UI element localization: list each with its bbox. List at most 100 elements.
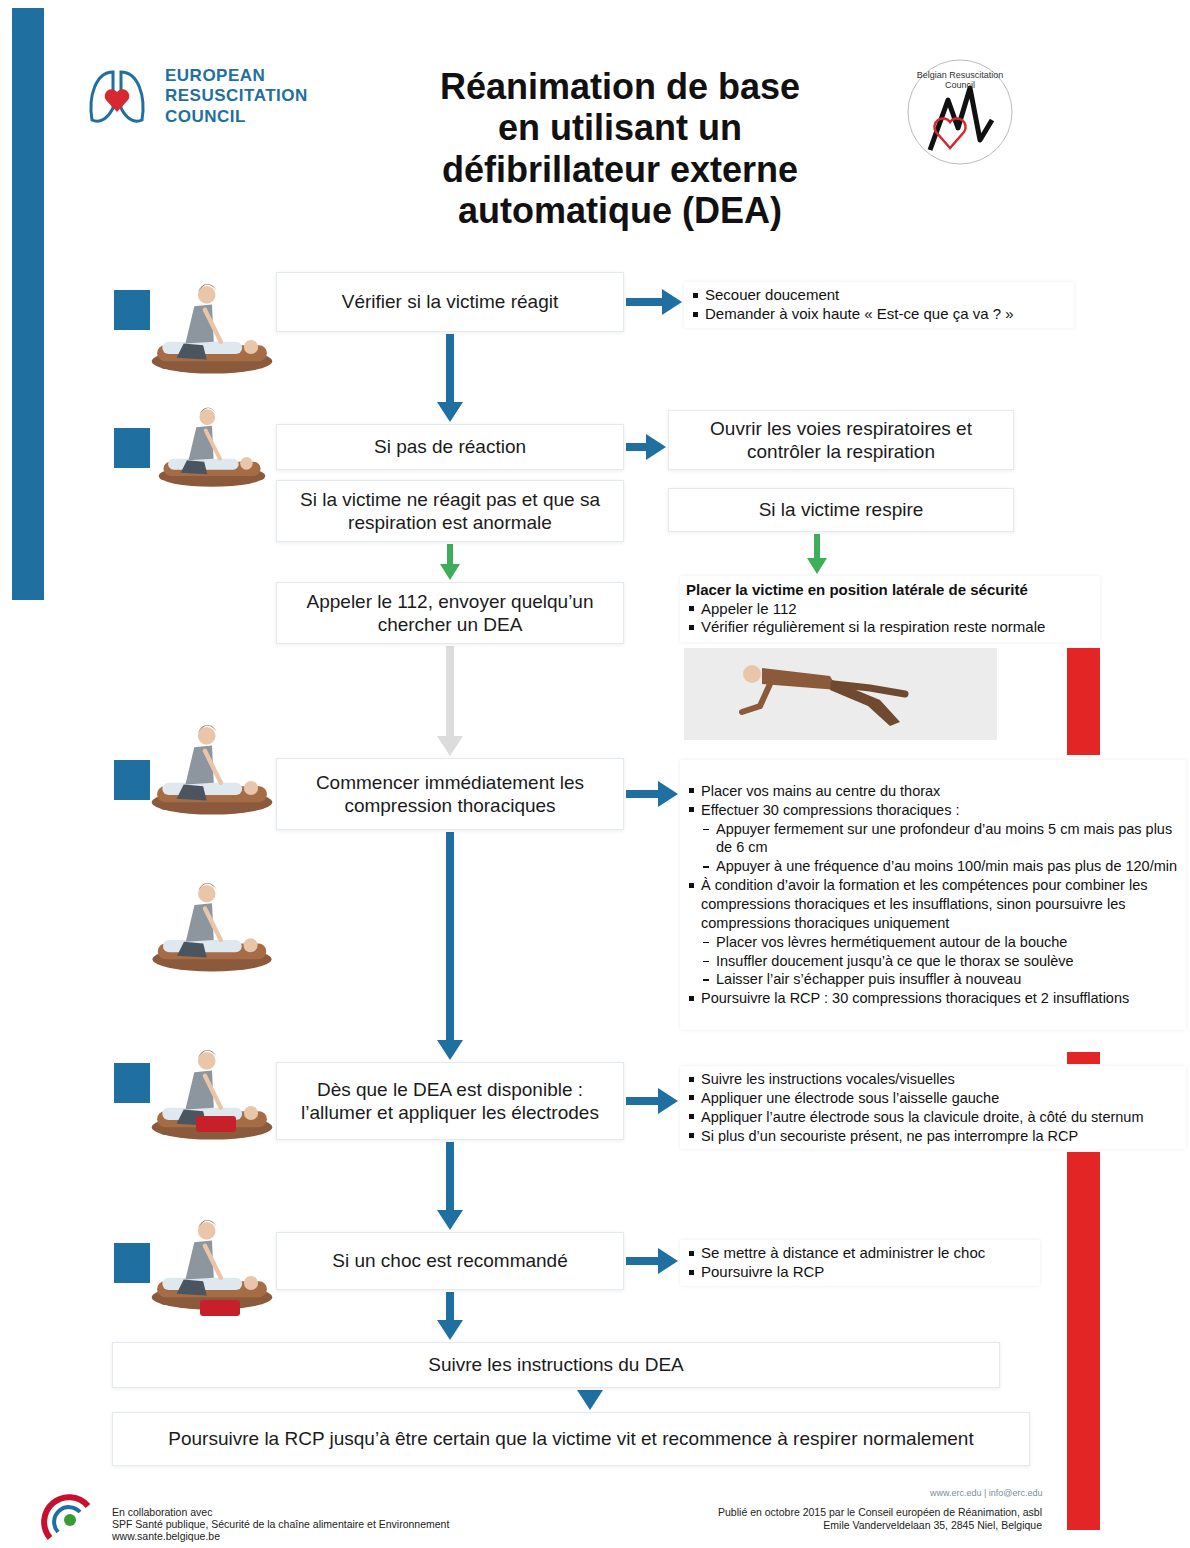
flow-arrow bbox=[626, 1097, 659, 1105]
step-box: Suivre les instructions du DEA bbox=[112, 1342, 1000, 1388]
step-photos bbox=[152, 284, 272, 1316]
logo-arc bbox=[44, 1497, 88, 1538]
step-box: Ouvrir les voies respiratoires et contrô… bbox=[668, 410, 1014, 470]
step-square bbox=[114, 760, 150, 800]
flow-arrow bbox=[446, 1292, 454, 1321]
instruction-box: Se mettre à distance et administrer le c… bbox=[680, 1240, 1040, 1286]
flow-arrow bbox=[446, 334, 454, 403]
list-item: Secouer doucement bbox=[690, 286, 1068, 305]
photo-check bbox=[152, 284, 272, 374]
side-bar bbox=[12, 8, 44, 600]
condition-box: Si pas de réaction bbox=[276, 424, 624, 470]
footer-note: Publié en octobre 2015 par le Conseil eu… bbox=[600, 1506, 1042, 1518]
list-item: Appliquer une électrode sous l’aisselle … bbox=[686, 1089, 1180, 1108]
box-text: Commencer immédiatement les compression … bbox=[284, 771, 616, 817]
patient-head bbox=[743, 665, 761, 683]
flow-arrow bbox=[586, 1390, 594, 1391]
list-item: Appeler le 112 bbox=[686, 600, 1094, 619]
list-item: Appuyer fermement sur une profondeur d’a… bbox=[686, 820, 1180, 858]
step-box: Vérifier si la victime réagit bbox=[276, 272, 624, 332]
patient-body bbox=[762, 668, 838, 690]
list-item: Laisser l’air s’échapper puis insuffler … bbox=[686, 970, 1180, 989]
box-text: Suivre les instructions du DEA bbox=[120, 1353, 992, 1376]
box-text: Si pas de réaction bbox=[284, 435, 616, 458]
box-text: Si la victime respire bbox=[676, 498, 1006, 521]
list-item: Si plus d’un secouriste présent, ne pas … bbox=[686, 1127, 1180, 1146]
instruction-box: Placer la victime en position latérale d… bbox=[680, 576, 1100, 642]
flow-arrow bbox=[446, 832, 454, 1041]
recovery-photo bbox=[684, 648, 997, 740]
step-square bbox=[114, 290, 150, 330]
list-item: Suivre les instructions vocales/visuelle… bbox=[686, 1070, 1180, 1089]
photo-ground bbox=[684, 648, 997, 740]
box-text: Si la victime ne réagit pas et que sa re… bbox=[284, 488, 616, 534]
patient-leg bbox=[834, 684, 905, 694]
condition-box: Si un choc est recommandé bbox=[276, 1232, 624, 1290]
step-box: Poursuivre la RCP jusqu’à être certain q… bbox=[112, 1412, 1030, 1466]
step-box: Dès que le DEA est disponible : l’allume… bbox=[276, 1062, 624, 1140]
step-square bbox=[114, 1243, 150, 1283]
flow-arrow bbox=[626, 1257, 659, 1265]
logo-text: EUROPEAN RESUSCITATION COUNCIL bbox=[165, 66, 345, 127]
logo-text: Belgian Resuscitation Council bbox=[915, 70, 1005, 91]
photo-airway bbox=[159, 408, 266, 487]
box-text: Si un choc est recommandé bbox=[284, 1249, 616, 1272]
logo-dot bbox=[64, 1514, 76, 1526]
list-item: Demander à voix haute « Est-ce que ça va… bbox=[690, 305, 1068, 324]
box-text: Vérifier si la victime réagit bbox=[284, 290, 616, 313]
footer-logo bbox=[44, 1497, 88, 1538]
aed-device bbox=[200, 1300, 240, 1316]
flow-arrow bbox=[626, 298, 663, 306]
red-bar bbox=[1067, 1152, 1100, 1530]
logo-arc bbox=[54, 1507, 80, 1532]
patient-arm bbox=[742, 684, 770, 712]
list-item: Appliquer l’autre électrode sous la clav… bbox=[686, 1108, 1180, 1127]
list-item: À condition d’avoir la formation et les … bbox=[686, 876, 1180, 933]
list-item: Placer vos mains au centre du thorax bbox=[686, 782, 1180, 801]
instruction-box: Placer vos mains au centre du thoraxEffe… bbox=[680, 760, 1186, 1030]
flow-arrow bbox=[446, 646, 454, 737]
condition-box: Si la victime ne réagit pas et que sa re… bbox=[276, 480, 624, 542]
heart-symbol bbox=[934, 118, 965, 148]
footer-link: www.erc.edu | info@erc.edu bbox=[930, 1488, 1100, 1498]
flow-arrow bbox=[814, 534, 820, 559]
instruction-box: Secouer doucementDemander à voix haute «… bbox=[684, 282, 1074, 328]
list-item: Se mettre à distance et administrer le c… bbox=[686, 1244, 1034, 1263]
list-item: Placer vos lèvres hermétiquement autour … bbox=[686, 933, 1180, 952]
logo-figure bbox=[930, 88, 992, 150]
step-box: Appeler le 112, envoyer quelqu’un cherch… bbox=[276, 582, 624, 644]
photo-compressions bbox=[152, 725, 272, 815]
box-heading: Placer la victime en position latérale d… bbox=[686, 581, 1094, 600]
red-bar bbox=[1067, 1052, 1100, 1064]
brc-logo bbox=[908, 60, 1012, 164]
flow-arrow bbox=[626, 443, 647, 451]
step-box: Commencer immédiatement les compression … bbox=[276, 758, 624, 830]
aed-device bbox=[196, 1116, 236, 1132]
list-item: Insuffler doucement jusqu’à ce que le th… bbox=[686, 952, 1180, 971]
erc-logo bbox=[91, 72, 143, 121]
photo-aed bbox=[152, 1050, 272, 1140]
step-square bbox=[114, 428, 150, 468]
logo-circle bbox=[908, 60, 1012, 164]
list-item: Vérifier régulièrement si la respiration… bbox=[686, 618, 1094, 637]
list-item: Poursuivre la RCP bbox=[686, 1263, 1034, 1282]
list-item: Appuyer à une fréquence d’au moins 100/m… bbox=[686, 857, 1180, 876]
box-text: Appeler le 112, envoyer quelqu’un cherch… bbox=[284, 590, 616, 636]
box-text: Poursuivre la RCP jusqu’à être certain q… bbox=[120, 1427, 1022, 1450]
footer-note: SPF Santé publique, Sécurité de la chaîn… bbox=[112, 1518, 672, 1530]
instruction-box: Suivre les instructions vocales/visuelle… bbox=[680, 1066, 1186, 1149]
box-text: Dès que le DEA est disponible : l’allume… bbox=[284, 1078, 616, 1124]
red-bar bbox=[1067, 648, 1100, 755]
flow-arrow bbox=[447, 544, 453, 565]
photo-breaths bbox=[153, 883, 272, 971]
list-item: Effectuer 30 compressions thoraciques : bbox=[686, 801, 1180, 820]
step-square bbox=[114, 1063, 150, 1103]
footer-note: www.sante.belgique.be bbox=[112, 1530, 672, 1542]
condition-box: Si la victime respire bbox=[668, 488, 1014, 532]
flow-arrow bbox=[626, 790, 659, 798]
list-item: Poursuivre la RCP : 30 compressions thor… bbox=[686, 989, 1180, 1008]
photo-shock bbox=[152, 1220, 272, 1310]
step-markers bbox=[114, 290, 150, 1283]
